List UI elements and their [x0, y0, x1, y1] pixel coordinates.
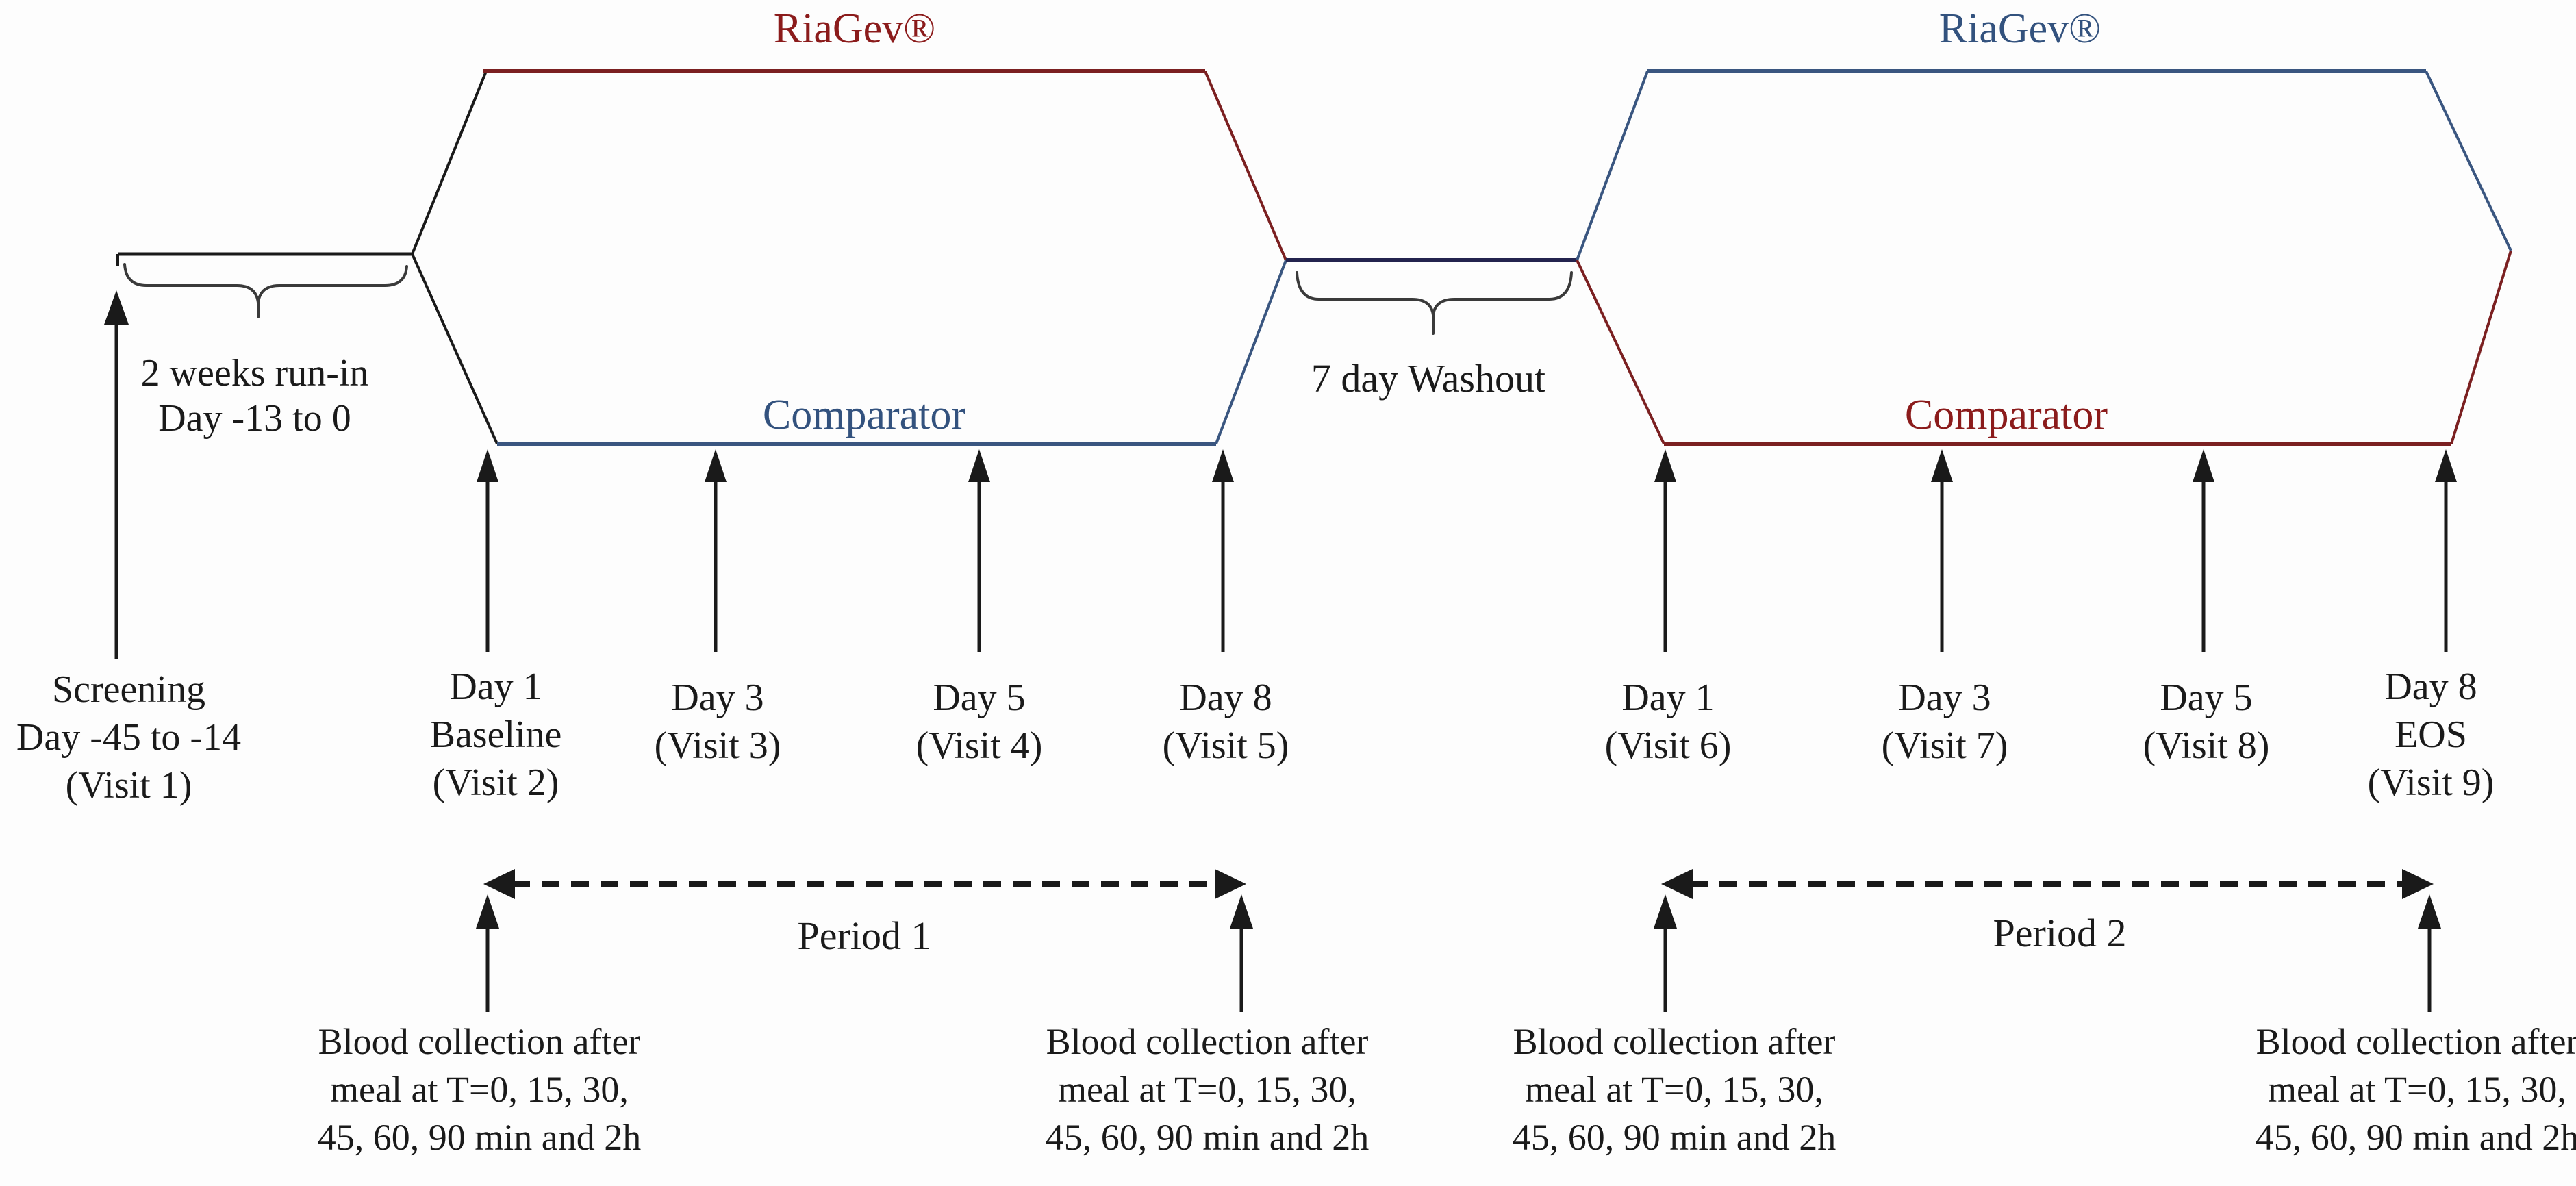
visit4-arrowhead-icon: [968, 449, 990, 482]
visit-label-v6: Day 1 (Visit 6): [1605, 674, 1732, 770]
visit7-arrowhead-icon: [1931, 449, 1953, 482]
blood-note-line: 45, 60, 90 min and 2h: [2255, 1117, 2576, 1158]
period1-dashed-left-arrowhead-icon: [483, 869, 515, 899]
period2-left-upper-diagonal: [1576, 71, 1649, 261]
visit-label-line: (Visit 3): [654, 724, 781, 767]
period1-blood-end-note: Blood collection after meal at T=0, 15, …: [1046, 1018, 1369, 1161]
blood-note-line: meal at T=0, 15, 30,: [1058, 1069, 1356, 1110]
visit-label-v9: Day 8 EOS (Visit 9): [2368, 663, 2495, 807]
visit-label-line: Day 5: [2160, 677, 2253, 719]
blood-note-line: Blood collection after: [2256, 1021, 2576, 1062]
period2-blood-end-note: Blood collection after meal at T=0, 15, …: [2256, 1018, 2576, 1161]
blood-note-line: 45, 60, 90 min and 2h: [1512, 1117, 1836, 1158]
run-in-label: 2 weeks run-in Day -13 to 0: [141, 351, 369, 441]
blood-note-line: meal at T=0, 15, 30,: [2268, 1069, 2566, 1110]
period2-riagev-label: RiaGev®: [1939, 5, 2101, 52]
visit-label-line: (Visit 4): [916, 724, 1043, 767]
visit-label-line: (Visit 8): [2143, 724, 2270, 767]
run-in-segment: [116, 252, 412, 318]
visit3-arrowhead-icon: [705, 449, 727, 482]
visit-label-v2: Day 1 Baseline (Visit 2): [430, 663, 562, 807]
period2-right-lower-diagonal: [2450, 250, 2512, 444]
blood-note-line: meal at T=0, 15, 30,: [330, 1069, 629, 1110]
period2-right-upper-diagonal: [2425, 71, 2512, 251]
period1-shape: [411, 69, 1287, 446]
blood-note-line: Blood collection after: [1046, 1021, 1369, 1062]
visit9-arrowhead-icon: [2435, 449, 2457, 482]
screening-arrowhead-icon: [104, 290, 129, 325]
visit-label-line: Day 1: [449, 666, 542, 708]
washout-segment: [1286, 258, 1577, 335]
period1-right-upper-diagonal: [1204, 71, 1287, 261]
period1-span-arrow: [476, 869, 1253, 1012]
screening-label-line1: Screening: [52, 668, 205, 711]
washout-label: 7 day Washout: [1311, 356, 1546, 401]
period2-label: Period 2: [1993, 911, 2127, 955]
visit-label-v4: Day 5 (Visit 4): [916, 674, 1043, 770]
period2-visit-arrows: [1654, 449, 2457, 652]
period2-bloodend-arrowhead-icon: [2418, 894, 2441, 929]
period1-comparator-label: Comparator: [762, 392, 966, 438]
visit-label-line: Baseline: [429, 714, 562, 756]
screening-arrow: [104, 290, 129, 659]
visit-label-v3: Day 3 (Visit 3): [655, 674, 781, 770]
period2-left-lower-diagonal: [1576, 260, 1665, 444]
washout-brace: [1296, 271, 1573, 335]
visit-label-line: Day 3: [671, 677, 764, 719]
visit-label-line: (Visit 2): [432, 761, 559, 804]
blood-note-line: Blood collection after: [1513, 1021, 1836, 1062]
visit-label-line: Day 5: [933, 677, 1026, 719]
period2-dashed-left-arrowhead-icon: [1661, 869, 1693, 899]
period1-riagev-label: RiaGev®: [773, 5, 936, 52]
period1-visit-arrows: [477, 449, 1234, 652]
period1-bloodstart-arrowhead-icon: [476, 894, 499, 929]
period2-blood-start-note: Blood collection after meal at T=0, 15, …: [1513, 1018, 1836, 1161]
period1-blood-start-note: Blood collection after meal at T=0, 15, …: [318, 1018, 641, 1161]
period2-shape: [1576, 69, 2512, 446]
visit-label-line: (Visit 7): [1881, 724, 2008, 767]
period2-span-arrow: [1654, 869, 2441, 1012]
blood-note-line: 45, 60, 90 min and 2h: [1045, 1117, 1369, 1158]
blood-note-line: 45, 60, 90 min and 2h: [317, 1117, 642, 1158]
screening-label-line3: (Visit 1): [65, 764, 192, 807]
run-in-label-line2: Day -13 to 0: [158, 397, 351, 440]
visit-label-line: Day 3: [1898, 677, 1991, 719]
visit5-arrowhead-icon: [1212, 449, 1234, 482]
visit-label-line: Day 1: [1621, 677, 1715, 719]
visit-label-line: Day 8: [2384, 666, 2477, 708]
blood-note-line: meal at T=0, 15, 30,: [1525, 1069, 1823, 1110]
run-in-label-line1: 2 weeks run-in: [140, 352, 369, 394]
visit-label-line: Day 8: [1179, 677, 1272, 719]
visit-label-v8: Day 5 (Visit 8): [2143, 674, 2270, 770]
visit-label-v7: Day 3 (Visit 7): [1882, 674, 2008, 770]
period1-left-upper-diagonal: [411, 71, 488, 255]
visit-label-line: (Visit 9): [2367, 761, 2495, 804]
period1-left-lower-diagonal: [411, 253, 498, 444]
run-in-brace: [123, 263, 408, 318]
period2-dashed-right-arrowhead-icon: [2402, 869, 2434, 899]
visit-label-v5: Day 8 (Visit 5): [1163, 674, 1289, 770]
visit-label-line: (Visit 6): [1604, 724, 1732, 767]
screening-label: Screening Day -45 to -14 (Visit 1): [16, 666, 241, 809]
period2-comparator-label: Comparator: [1904, 392, 2108, 438]
period1-right-lower-diagonal: [1215, 260, 1287, 444]
visit-label-line: EOS: [2395, 714, 2467, 756]
screening-label-line2: Day -45 to -14: [16, 716, 242, 759]
period1-dashed-right-arrowhead-icon: [1215, 869, 1246, 899]
period1-label: Period 1: [797, 913, 931, 958]
blood-note-line: Blood collection after: [318, 1021, 641, 1062]
visit-label-line: (Visit 5): [1162, 724, 1289, 767]
visit6-arrowhead-icon: [1654, 449, 1676, 482]
period2-bloodstart-arrowhead-icon: [1654, 894, 1677, 929]
visit8-arrowhead-icon: [2193, 449, 2214, 482]
period1-bloodend-arrowhead-icon: [1230, 894, 1253, 929]
visit2-arrowhead-icon: [477, 449, 498, 482]
